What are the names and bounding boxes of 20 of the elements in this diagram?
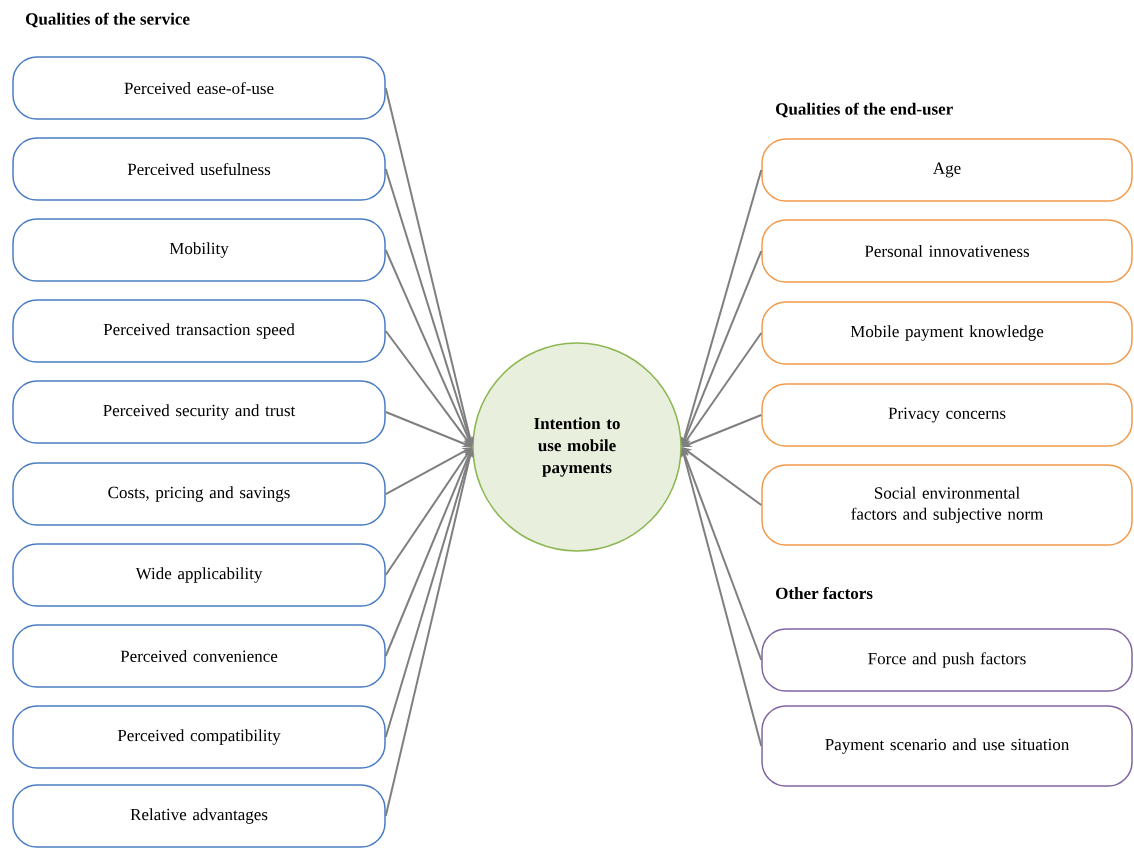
factor-box: Costs, pricing and savings <box>12 462 386 526</box>
group-heading: Qualities of the service <box>26 12 190 28</box>
factor-box: Social environmental factors and subjective norm <box>761 464 1133 546</box>
factor-box: Payment scenario and use situation <box>761 705 1133 787</box>
factor-box: Mobility <box>12 218 386 282</box>
factor-box: Age <box>761 138 1133 202</box>
group-heading: Qualities of the end-user <box>776 102 953 118</box>
factor-box: Perceived compatibility <box>12 705 386 769</box>
factor-box: Perceived convenience <box>12 624 386 688</box>
factor-box: Perceived transaction speed <box>12 299 386 363</box>
factor-box: Privacy concerns <box>761 383 1133 447</box>
factor-box: Mobile payment knowledge <box>761 301 1133 365</box>
factor-box: Wide applicability <box>12 543 386 607</box>
factor-box: Relative advantages <box>12 784 386 848</box>
factor-box: Perceived security and trust <box>12 380 386 444</box>
group-heading: Other factors <box>776 586 873 600</box>
factor-box: Personal innovativeness <box>761 219 1133 283</box>
factor-box: Perceived ease-of-use <box>12 56 386 120</box>
factor-box: Perceived usefulness <box>12 137 386 201</box>
factor-box: Force and push factors <box>761 628 1133 692</box>
